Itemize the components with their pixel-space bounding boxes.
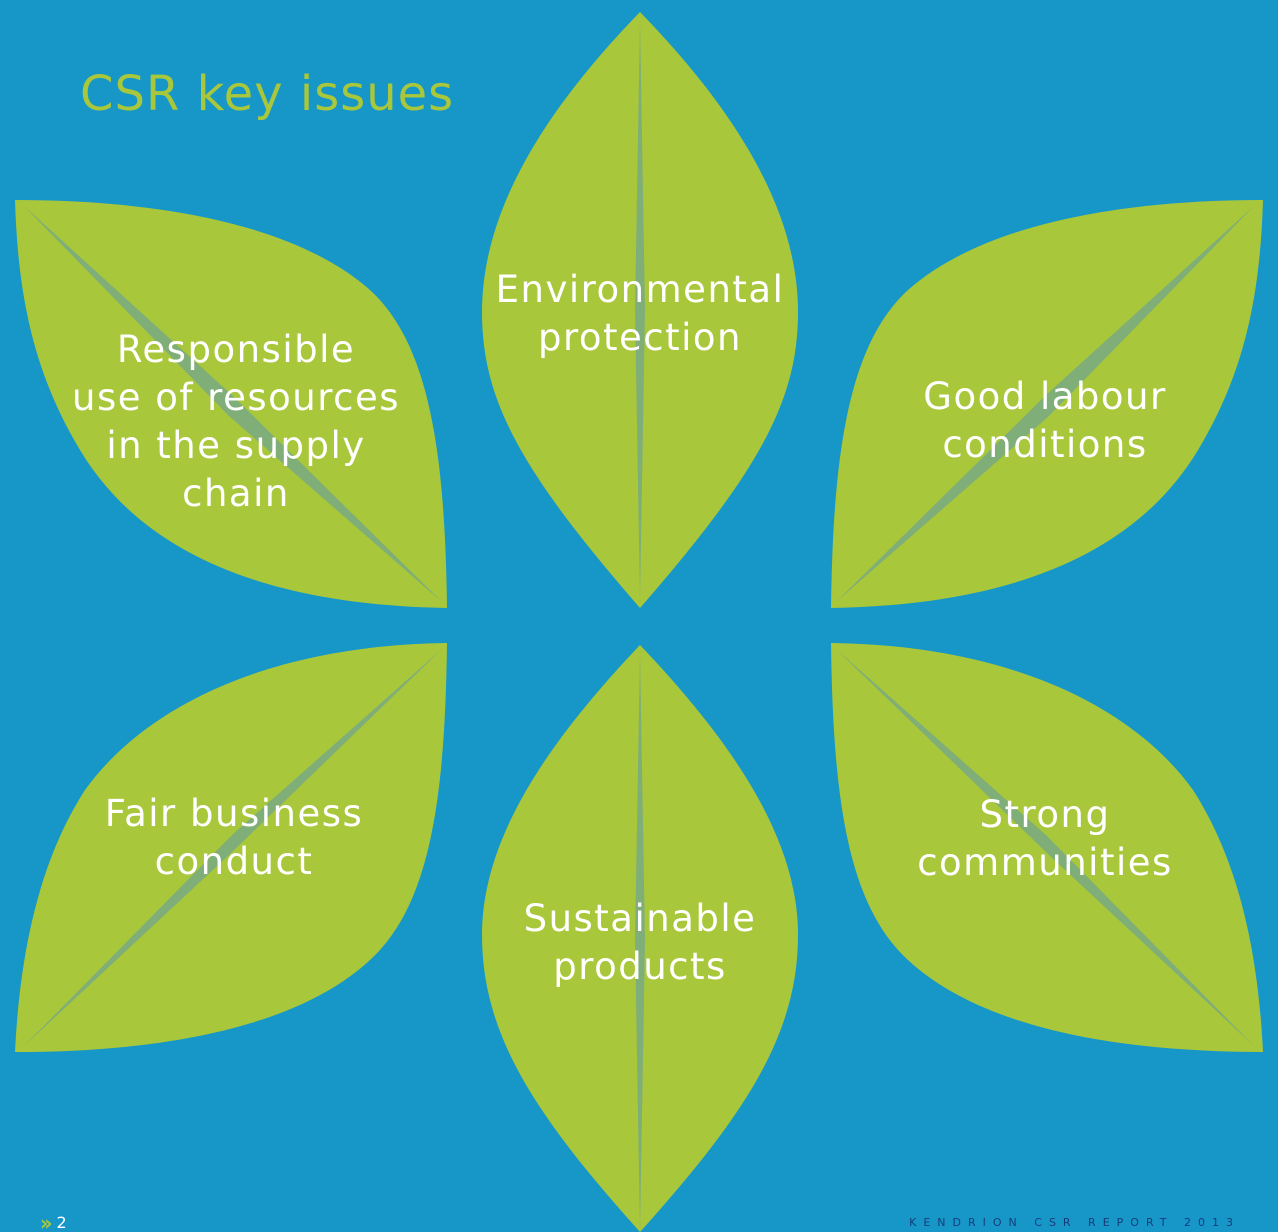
leaf-label-line: Fair business xyxy=(104,792,364,835)
leaf-label-line: communities xyxy=(917,841,1173,884)
leaf-label-line: use of resources xyxy=(72,376,400,419)
label-sustainable-products: Sustainable products xyxy=(470,895,810,991)
label-responsible-resources: Responsible use of resources in the supp… xyxy=(46,326,426,518)
page-number-area: ›› 2 xyxy=(40,1211,67,1232)
leaf-environmental-protection xyxy=(482,12,798,608)
double-chevron-right-icon[interactable]: ›› xyxy=(40,1211,53,1232)
label-good-labour: Good labour conditions xyxy=(875,373,1215,469)
leaf-label-line: Responsible xyxy=(116,328,356,371)
leaf-label-line: conduct xyxy=(154,840,314,883)
leaf-responsible-resources xyxy=(15,200,447,608)
leaf-strong-communities xyxy=(831,643,1263,1052)
page-title: CSR key issues xyxy=(80,66,455,122)
leaf-label-line: in the supply xyxy=(106,424,366,467)
leaf-label-line: Sustainable xyxy=(523,897,757,940)
page-number: 2 xyxy=(56,1213,67,1232)
label-environmental-protection: Environmental protection xyxy=(470,266,810,362)
leaf-label-line: protection xyxy=(537,316,742,359)
leaf-label-line: chain xyxy=(182,472,290,515)
leaf-label-line: Environmental xyxy=(495,268,785,311)
leaf-good-labour xyxy=(831,200,1263,608)
report-title: KENDRION CSR REPORT 2013 xyxy=(909,1216,1240,1229)
leaf-label-line: products xyxy=(553,945,727,988)
label-fair-business: Fair business conduct xyxy=(64,790,404,886)
leaf-sustainable-products xyxy=(482,645,798,1232)
leaf-label-line: Good labour xyxy=(923,375,1167,418)
label-strong-communities: Strong communities xyxy=(875,791,1215,887)
leaf-label-line: Strong xyxy=(979,793,1111,836)
leaf-label-line: conditions xyxy=(942,423,1148,466)
leaf-fair-business xyxy=(15,643,447,1052)
